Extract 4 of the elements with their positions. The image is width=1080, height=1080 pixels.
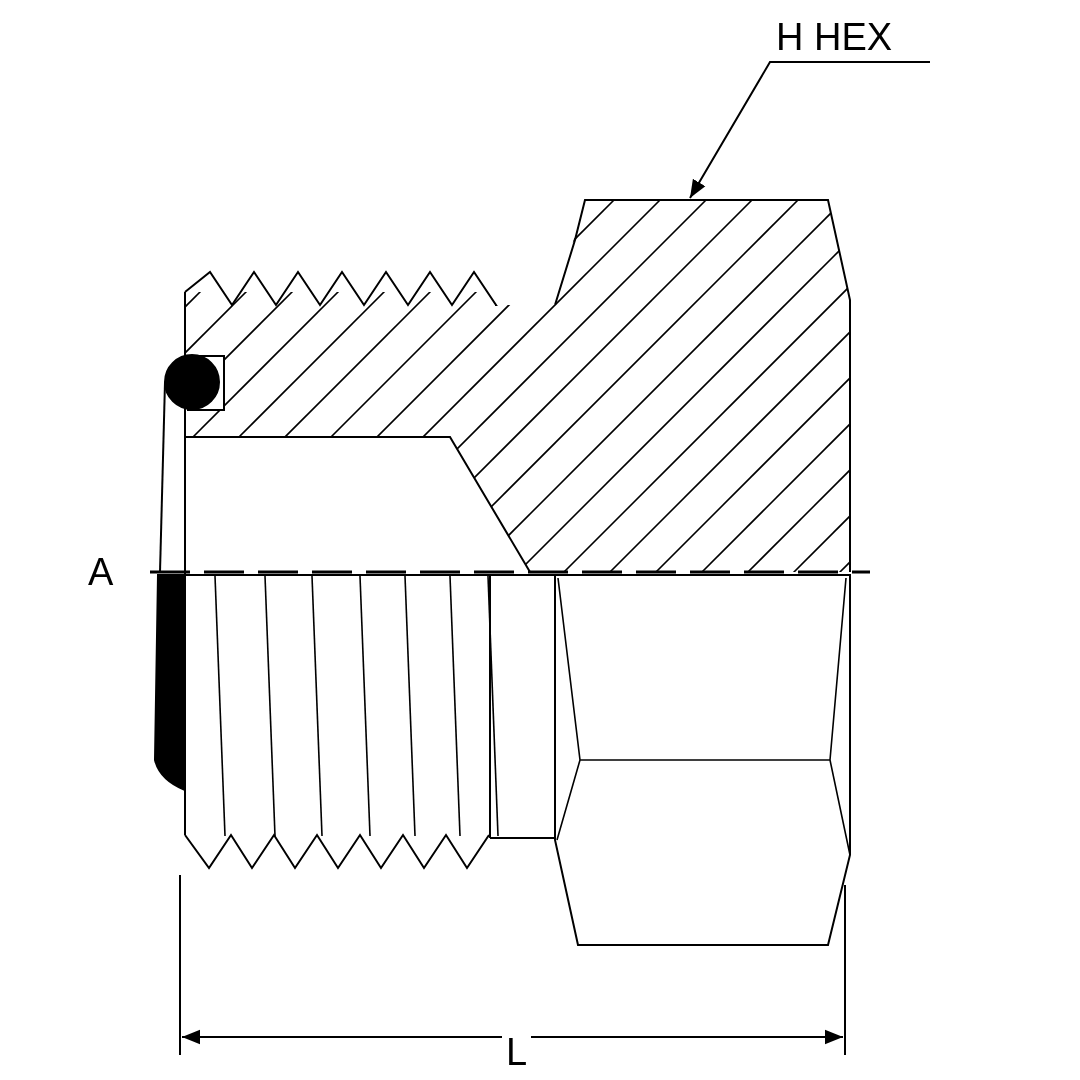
dimension-label: A xyxy=(88,550,114,594)
part-label: H HEX xyxy=(776,15,894,60)
hex-body xyxy=(554,199,851,946)
leader-line xyxy=(689,61,931,199)
